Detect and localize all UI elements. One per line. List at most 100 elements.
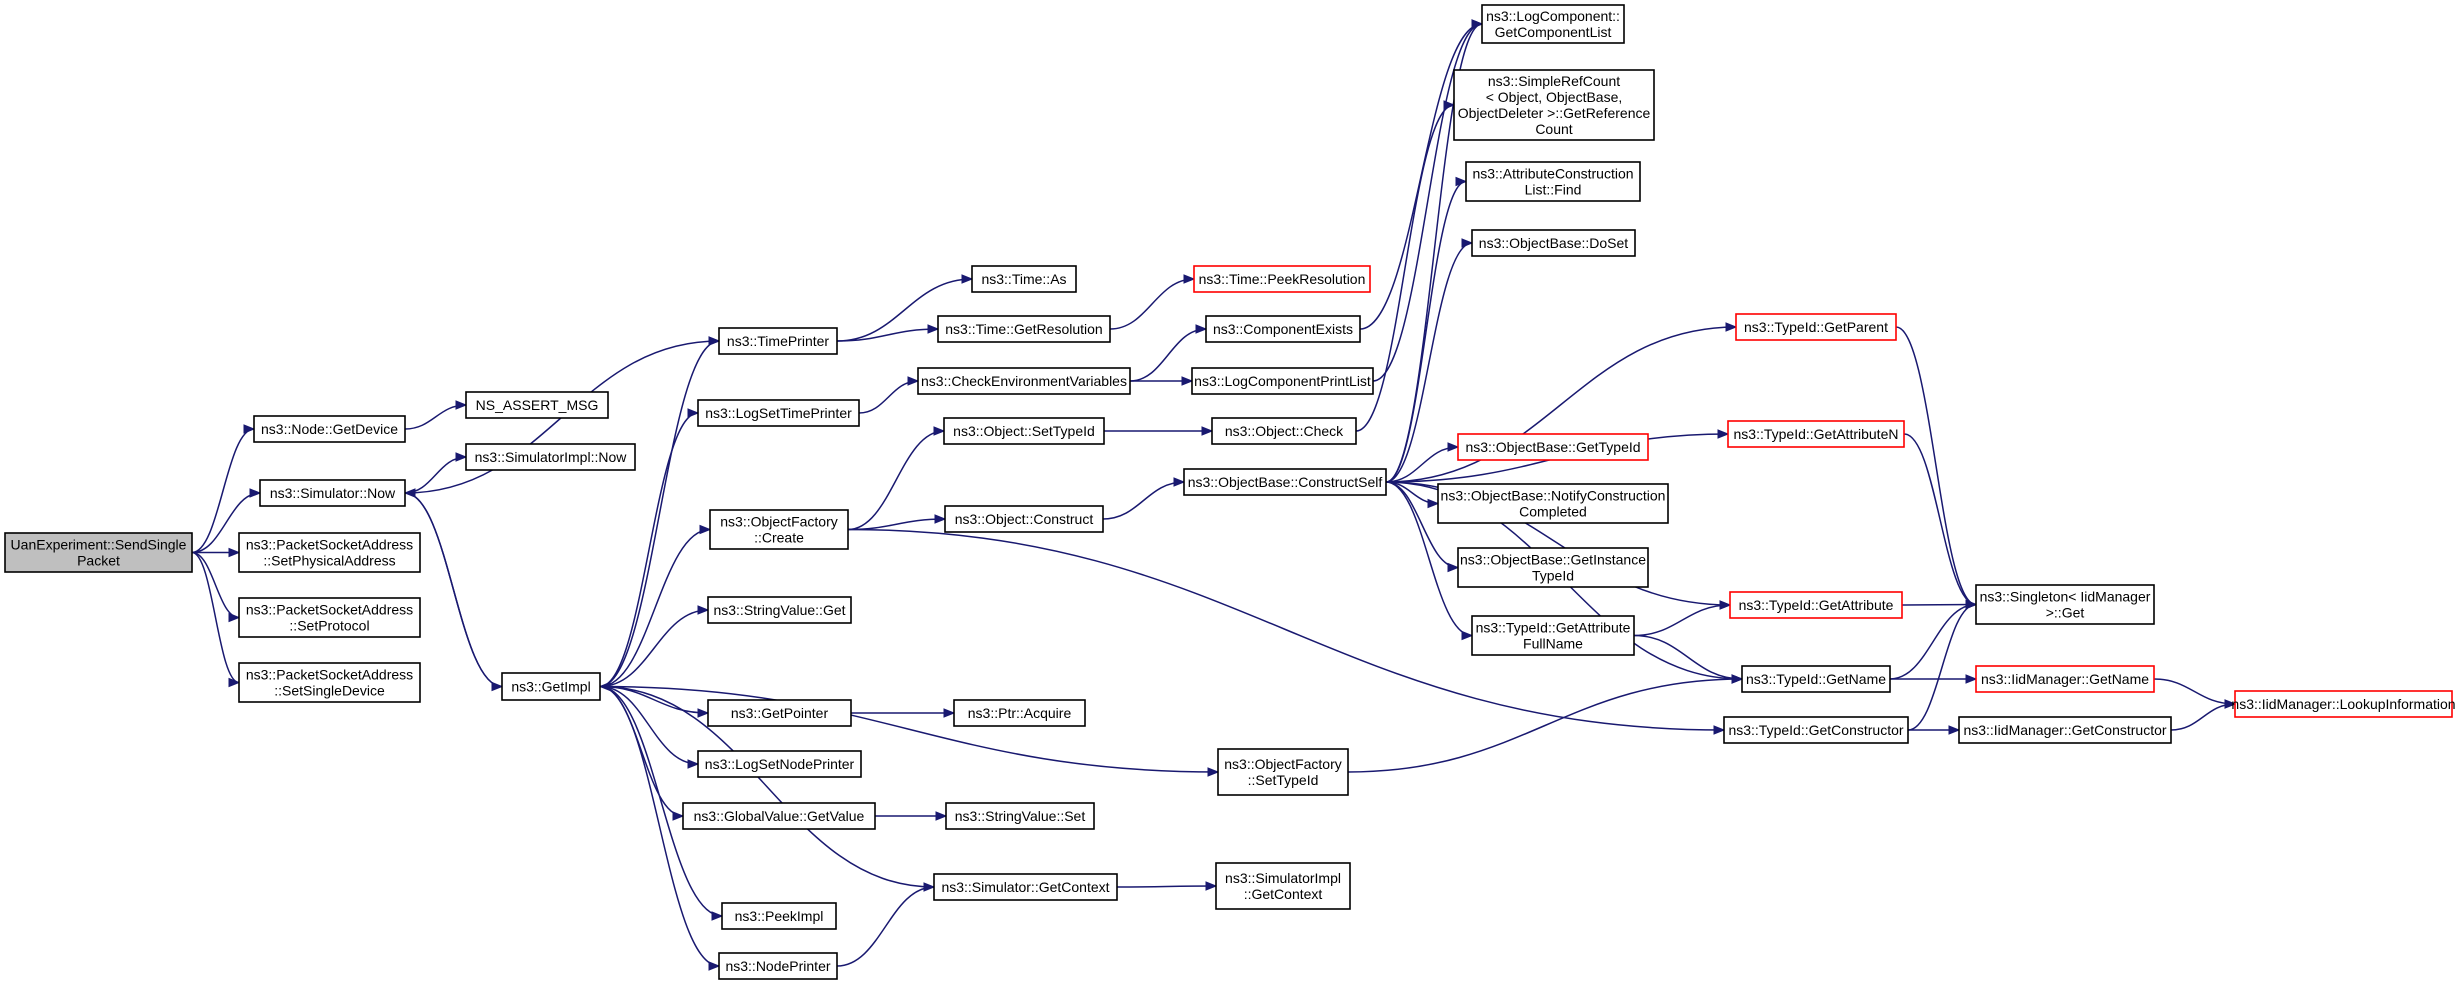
node-getcomplist[interactable]: ns3::LogComponent::GetComponentList — [1481, 4, 1625, 44]
node-label: ns3::Ptr::Acquire — [968, 705, 1072, 721]
node-gettypeid[interactable]: ns3::ObjectBase::GetTypeId — [1457, 433, 1649, 461]
node-simimplnow[interactable]: ns3::SimulatorImpl::Now — [465, 443, 636, 471]
call-edge-getimpl-to-objfactsettid — [599, 685, 1220, 777]
node-simplerefcount[interactable]: ns3::SimpleRefCount< Object, ObjectBase,… — [1453, 69, 1655, 141]
node-getparent[interactable]: ns3::TypeId::GetParent — [1735, 313, 1897, 341]
node-peekres[interactable]: ns3::Time::PeekResolution — [1193, 265, 1371, 293]
call-edge-simgetctx-to-simimplgetctx — [1116, 881, 1218, 891]
node-tidgetname[interactable]: ns3::TypeId::GetName — [1741, 665, 1891, 693]
node-peekimpl[interactable]: ns3::PeekImpl — [721, 902, 837, 930]
node-label: ns3::PacketSocketAddress — [246, 537, 413, 553]
call-edge-constructself-to-getparent — [1385, 322, 1738, 483]
node-objfactcreate[interactable]: ns3::ObjectFactory::Create — [709, 509, 849, 550]
node-objconstruct[interactable]: ns3::Object::Construct — [944, 505, 1104, 533]
node-objfactsettid[interactable]: ns3::ObjectFactory::SetTypeId — [1217, 748, 1349, 796]
node-setproto[interactable]: ns3::PacketSocketAddress::SetProtocol — [238, 597, 421, 638]
node-label: >::Get — [2046, 605, 2085, 621]
node-nodeprinter[interactable]: ns3::NodePrinter — [718, 952, 838, 980]
node-box — [1729, 591, 1903, 619]
node-box — [945, 802, 1095, 830]
call-edge-constructself-to-gettypeid — [1385, 442, 1460, 483]
node-label: ns3::IidManager::GetConstructor — [1963, 722, 2166, 738]
node-label: ns3::ObjectBase::NotifyConstruction — [1441, 488, 1666, 504]
node-notifyconstr[interactable]: ns3::ObjectBase::NotifyConstructionCompl… — [1437, 483, 1669, 524]
call-edge-nodeprinter-to-simgetctx — [836, 882, 936, 967]
node-box — [1191, 367, 1374, 395]
node-getattr[interactable]: ns3::TypeId::GetAttribute — [1729, 591, 1903, 619]
node-getpointer[interactable]: ns3::GetPointer — [707, 699, 852, 727]
node-getimpl[interactable]: ns3::GetImpl — [501, 672, 601, 701]
call-edge-root-to-simnow — [191, 488, 262, 554]
node-simimplgetctx[interactable]: ns3::SimulatorImpl::GetContext — [1215, 862, 1351, 910]
node-lookup[interactable]: ns3::IidManager::LookupInformation — [2231, 690, 2456, 718]
node-label: ns3::ObjectBase::DoSet — [1479, 235, 1629, 251]
node-setsingle[interactable]: ns3::PacketSocketAddress::SetSingleDevic… — [238, 662, 421, 703]
node-label: GetComponentList — [1495, 24, 1612, 40]
node-globalget[interactable]: ns3::GlobalValue::GetValue — [682, 802, 876, 830]
call-edge-objcheck-to-simplerefcount — [1355, 100, 1456, 432]
call-edge-globalget-to-stringset — [875, 811, 948, 821]
call-edge-getimpl-to-simnow — [403, 488, 503, 688]
call-edge-tidgetconstr-to-iidgetconstr — [1908, 725, 1961, 735]
node-box — [1193, 265, 1371, 293]
node-doset[interactable]: ns3::ObjectBase::DoSet — [1471, 229, 1636, 257]
node-label: ns3::LogSetNodePrinter — [705, 756, 855, 772]
call-edge-root-to-setproto — [191, 551, 241, 623]
node-box — [253, 415, 406, 443]
node-assert[interactable]: NS_ASSERT_MSG — [465, 391, 609, 419]
node-checkenv[interactable]: ns3::CheckEnvironmentVariables — [917, 367, 1131, 395]
node-box — [721, 902, 837, 930]
node-objsettypeid[interactable]: ns3::Object::SetTypeId — [943, 417, 1105, 445]
node-logcompprint[interactable]: ns3::LogComponentPrintList — [1191, 367, 1374, 395]
node-box — [718, 952, 838, 980]
node-label: ::SetTypeId — [1248, 772, 1319, 788]
node-objcheck[interactable]: ns3::Object::Check — [1211, 417, 1357, 445]
call-edge-simnow-to-simimplnow — [404, 452, 468, 494]
node-compexists[interactable]: ns3::ComponentExists — [1205, 315, 1361, 343]
node-label: List::Find — [1525, 182, 1582, 198]
node-box — [501, 672, 601, 701]
node-label: UanExperiment::SendSingle — [11, 537, 187, 553]
call-edge-getimpl-to-logsettime — [599, 408, 700, 688]
node-label: ns3::Time::As — [981, 271, 1066, 287]
node-box — [1735, 313, 1897, 341]
node-getdevice[interactable]: ns3::Node::GetDevice — [253, 415, 406, 443]
node-logsetnode[interactable]: ns3::LogSetNodePrinter — [697, 750, 862, 778]
node-iidgetconstr[interactable]: ns3::IidManager::GetConstructor — [1958, 716, 2172, 744]
call-edge-compexists-to-getcomplist — [1359, 19, 1484, 330]
node-box — [943, 417, 1105, 445]
node-iidgetname[interactable]: ns3::IidManager::GetName — [1975, 665, 2155, 693]
node-timeas[interactable]: ns3::Time::As — [971, 265, 1077, 293]
node-label: ns3::PacketSocketAddress — [246, 602, 413, 618]
node-box — [1437, 483, 1669, 524]
node-simgetctx[interactable]: ns3::Simulator::GetContext — [933, 873, 1118, 901]
node-timeprinter[interactable]: ns3::TimePrinter — [718, 327, 838, 355]
node-ptracquire[interactable]: ns3::Ptr::Acquire — [953, 699, 1086, 727]
node-label: ns3::TimePrinter — [727, 333, 830, 349]
node-box — [1453, 69, 1655, 141]
node-label: Completed — [1519, 504, 1587, 520]
node-label: ns3::TypeId::GetAttribute — [1739, 597, 1894, 613]
node-box — [707, 596, 852, 624]
node-label: ns3::TypeId::GetName — [1746, 671, 1886, 687]
node-label: ns3::Object::SetTypeId — [953, 423, 1095, 439]
call-edge-checkenv-to-compexists — [1129, 324, 1208, 382]
node-timegetres[interactable]: ns3::Time::GetResolution — [937, 315, 1111, 343]
node-logsettime[interactable]: ns3::LogSetTimePrinter — [697, 399, 860, 427]
node-simnow[interactable]: ns3::Simulator::Now — [259, 479, 406, 507]
node-setphys[interactable]: ns3::PacketSocketAddress::SetPhysicalAdd… — [238, 532, 421, 573]
node-label: ns3::Time::PeekResolution — [1199, 271, 1366, 287]
node-tidgetconstr[interactable]: ns3::TypeId::GetConstructor — [1723, 716, 1909, 744]
node-singleton[interactable]: ns3::Singleton< IidManager>::Get — [1975, 584, 2155, 625]
node-stringget[interactable]: ns3::StringValue::Get — [707, 596, 852, 624]
node-getattrn[interactable]: ns3::TypeId::GetAttributeN — [1727, 420, 1905, 448]
node-box — [944, 505, 1104, 533]
node-constructself[interactable]: ns3::ObjectBase::ConstructSelf — [1183, 468, 1387, 496]
node-box — [1205, 315, 1361, 343]
node-stringset[interactable]: ns3::StringValue::Set — [945, 802, 1095, 830]
node-box — [1215, 862, 1351, 910]
